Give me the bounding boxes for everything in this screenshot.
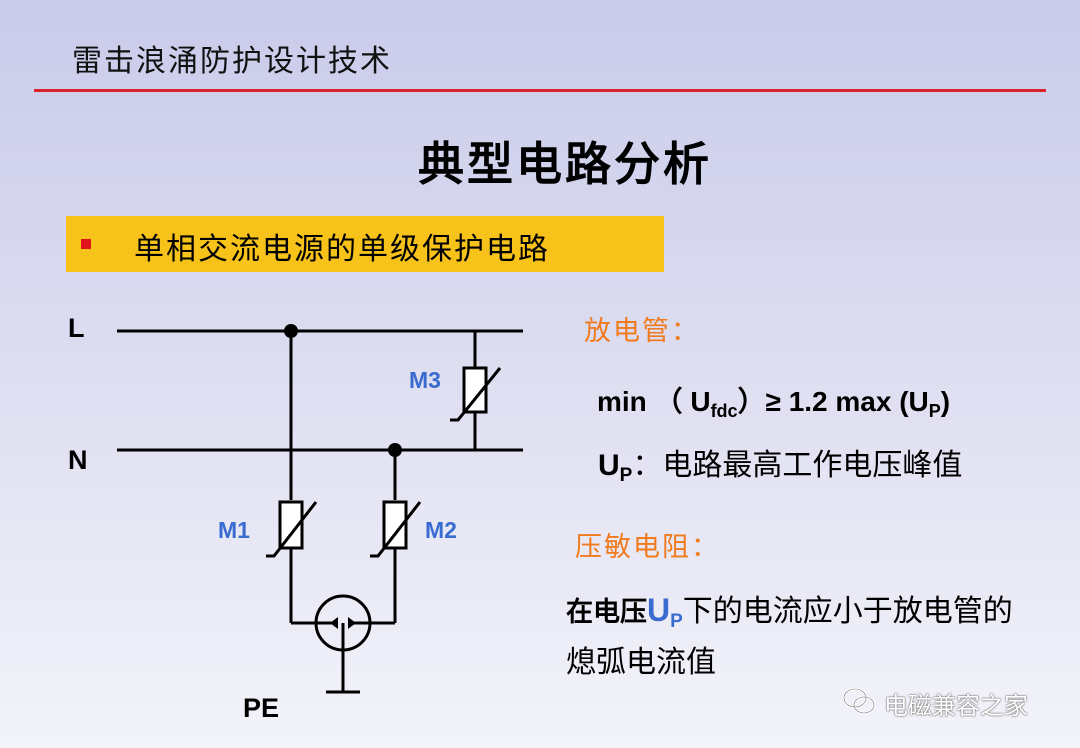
- label-m1: M1: [218, 517, 250, 543]
- header-rule: [34, 89, 1046, 92]
- watermark: 电磁兼容之家: [842, 684, 1052, 720]
- label-l: L: [68, 313, 85, 343]
- formula-sub-fdc: fdc: [710, 401, 738, 421]
- formula-part-2: ）≥ 1.2 max (U: [737, 386, 929, 417]
- statement-text: 下的电流应小于放电管的熄弧电流值: [566, 595, 1013, 679]
- junction-dot-l: [284, 324, 298, 338]
- section-label: 单相交流电源的单级保护电路: [134, 232, 550, 267]
- up-symbol: U: [598, 449, 620, 482]
- varistor-statement: 在电压UP下的电流应小于放电管的熄弧电流值: [566, 590, 1026, 683]
- section-banner: 单相交流电源的单级保护电路: [66, 216, 664, 272]
- watermark-text: 电磁兼容之家: [884, 692, 1028, 720]
- junction-dot-n: [388, 443, 402, 457]
- formula-part-3: ): [940, 386, 951, 417]
- gdt-heading: 放电管：: [584, 316, 700, 347]
- statement-up-sub: P: [670, 611, 683, 632]
- varistor-heading: 压敏电阻：: [575, 532, 720, 563]
- formula-sub-p: P: [928, 401, 941, 421]
- gdt-arrow-left: [330, 617, 338, 629]
- label-pe: PE: [243, 693, 279, 723]
- formula-part-1: min （ U: [597, 386, 711, 417]
- page-title: 典型电路分析: [418, 137, 712, 191]
- statement-prefix: 在电压: [566, 597, 647, 628]
- up-symbol-sub: P: [619, 465, 633, 486]
- wechat-icon: [842, 687, 876, 715]
- label-m2: M2: [425, 517, 457, 543]
- label-n: N: [68, 445, 88, 475]
- varistor-m2: [370, 500, 422, 558]
- header-title: 雷击浪涌防护设计技术: [72, 44, 392, 79]
- varistor-m1: [266, 500, 318, 558]
- statement-up-symbol: U: [647, 592, 671, 628]
- up-description: ：电路最高工作电压峰值: [632, 449, 963, 482]
- bullet-icon: [81, 239, 91, 249]
- gdt-formula: min （ Ufdc）≥ 1.2 max (UP): [597, 380, 950, 422]
- statement-up: UP: [647, 592, 683, 632]
- gas-discharge-tube: [314, 594, 372, 652]
- label-m3: M3: [409, 367, 441, 393]
- up-definition: UP：电路最高工作电压峰值: [598, 440, 962, 487]
- varistor-m3: [450, 366, 502, 422]
- gdt-arrow-right: [348, 617, 356, 629]
